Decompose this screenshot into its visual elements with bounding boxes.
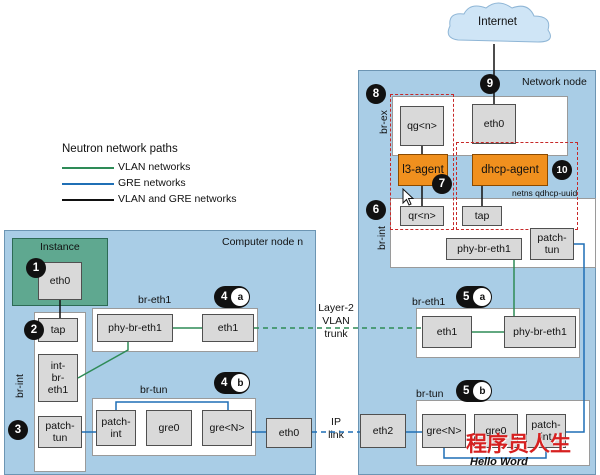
line-patch-tun-network [566, 243, 585, 433]
legend-item-gre: GRE networks [62, 177, 262, 191]
badge-4a-number: 4 [221, 291, 228, 303]
internet-label: Internet [478, 16, 517, 28]
network-eth2-port: eth2 [360, 414, 406, 448]
badge-8: 8 [366, 84, 386, 104]
network-br-eth1-phy-port: phy-br-eth1 [504, 316, 576, 348]
network-node-title: Network node [522, 76, 587, 88]
layer2-trunk-label: Layer-2 VLAN trunk [318, 302, 354, 340]
legend-label-both: VLAN and GRE networks [118, 193, 237, 205]
line-gre-patch-int-network [443, 448, 547, 459]
network-eth1-port: eth1 [422, 316, 472, 348]
badge-5a-letter: a [473, 288, 492, 306]
compute-br-eth1-label: br-eth1 [138, 294, 172, 306]
line-int-br-phy [77, 342, 129, 379]
router-namespace-box [390, 94, 454, 230]
netns-label: netns qdhcp-uuid [512, 188, 578, 198]
network-tap-port: tap [462, 206, 502, 226]
compute-int-br-eth1-port: int- br- eth1 [38, 354, 78, 402]
network-qg-port: qg<n> [400, 106, 444, 146]
badge-2: 2 [24, 320, 44, 340]
badge-5b-number: 5 [463, 385, 470, 397]
badge-4b-number: 4 [221, 377, 228, 389]
compute-patch-tun-port: patch- tun [38, 416, 82, 448]
legend-swatch-both [62, 199, 114, 201]
badge-5b-letter: b [473, 382, 492, 400]
network-gre0-port: gre0 [474, 414, 518, 448]
network-gre-n-port: gre<N> [422, 414, 466, 448]
network-br-tun-label: br-tun [416, 388, 444, 400]
l3-agent-box: l3-agent [398, 154, 448, 186]
instance-label: Instance [40, 241, 80, 253]
compute-gre-n-port: gre<N> [202, 410, 252, 446]
internet-cloud-icon [447, 2, 551, 43]
legend-swatch-gre [62, 183, 114, 185]
badge-6: 6 [366, 200, 386, 220]
line-patch-int-gre [115, 401, 229, 410]
legend-swatch-vlan [62, 167, 114, 169]
compute-tap-port: tap [38, 318, 78, 342]
compute-gre0-port: gre0 [146, 410, 192, 446]
badge-4b-letter: b [231, 374, 250, 392]
network-patch-int-port: patch- int [526, 414, 566, 448]
badge-7: 7 [432, 174, 452, 194]
compute-node-title: Computer node n [222, 236, 304, 248]
network-phy-br-eth1-port: phy-br-eth1 [446, 238, 522, 260]
legend-item-vlan: VLAN networks [62, 161, 262, 175]
compute-phy-br-eth1-port: phy-br-eth1 [97, 314, 173, 342]
mouse-pointer-icon [402, 188, 414, 206]
badge-3: 3 [8, 420, 28, 440]
dhcp-namespace-box [456, 142, 578, 230]
watermark-line1: 程序员人生 [466, 432, 571, 456]
network-eth0-port: eth0 [472, 104, 516, 144]
badge-5a-number: 5 [463, 291, 470, 303]
legend-label-gre: GRE networks [118, 177, 186, 189]
compute-eth1-port: eth1 [202, 314, 254, 342]
network-br-eth1-label: br-eth1 [412, 296, 446, 308]
compute-eth0-port: eth0 [266, 418, 312, 448]
compute-br-tun-label: br-tun [140, 384, 168, 396]
dhcp-agent-box: dhcp-agent [472, 154, 548, 186]
watermark-line2: Hello Word [470, 456, 528, 468]
legend-label-vlan: VLAN networks [118, 161, 191, 173]
network-patch-tun-port: patch- tun [530, 228, 574, 260]
watermark: 程序员人生 Hello Word [466, 428, 596, 472]
network-qr-port: qr<n> [400, 206, 444, 226]
badge-10: 10 [552, 160, 572, 180]
legend-item-both: VLAN and GRE networks [62, 193, 262, 207]
badge-4a-letter: a [231, 288, 250, 306]
badge-1: 1 [26, 258, 46, 278]
compute-patch-int-port: patch- int [96, 410, 136, 446]
legend-title: Neutron network paths [62, 143, 178, 155]
badge-9: 9 [480, 74, 500, 94]
